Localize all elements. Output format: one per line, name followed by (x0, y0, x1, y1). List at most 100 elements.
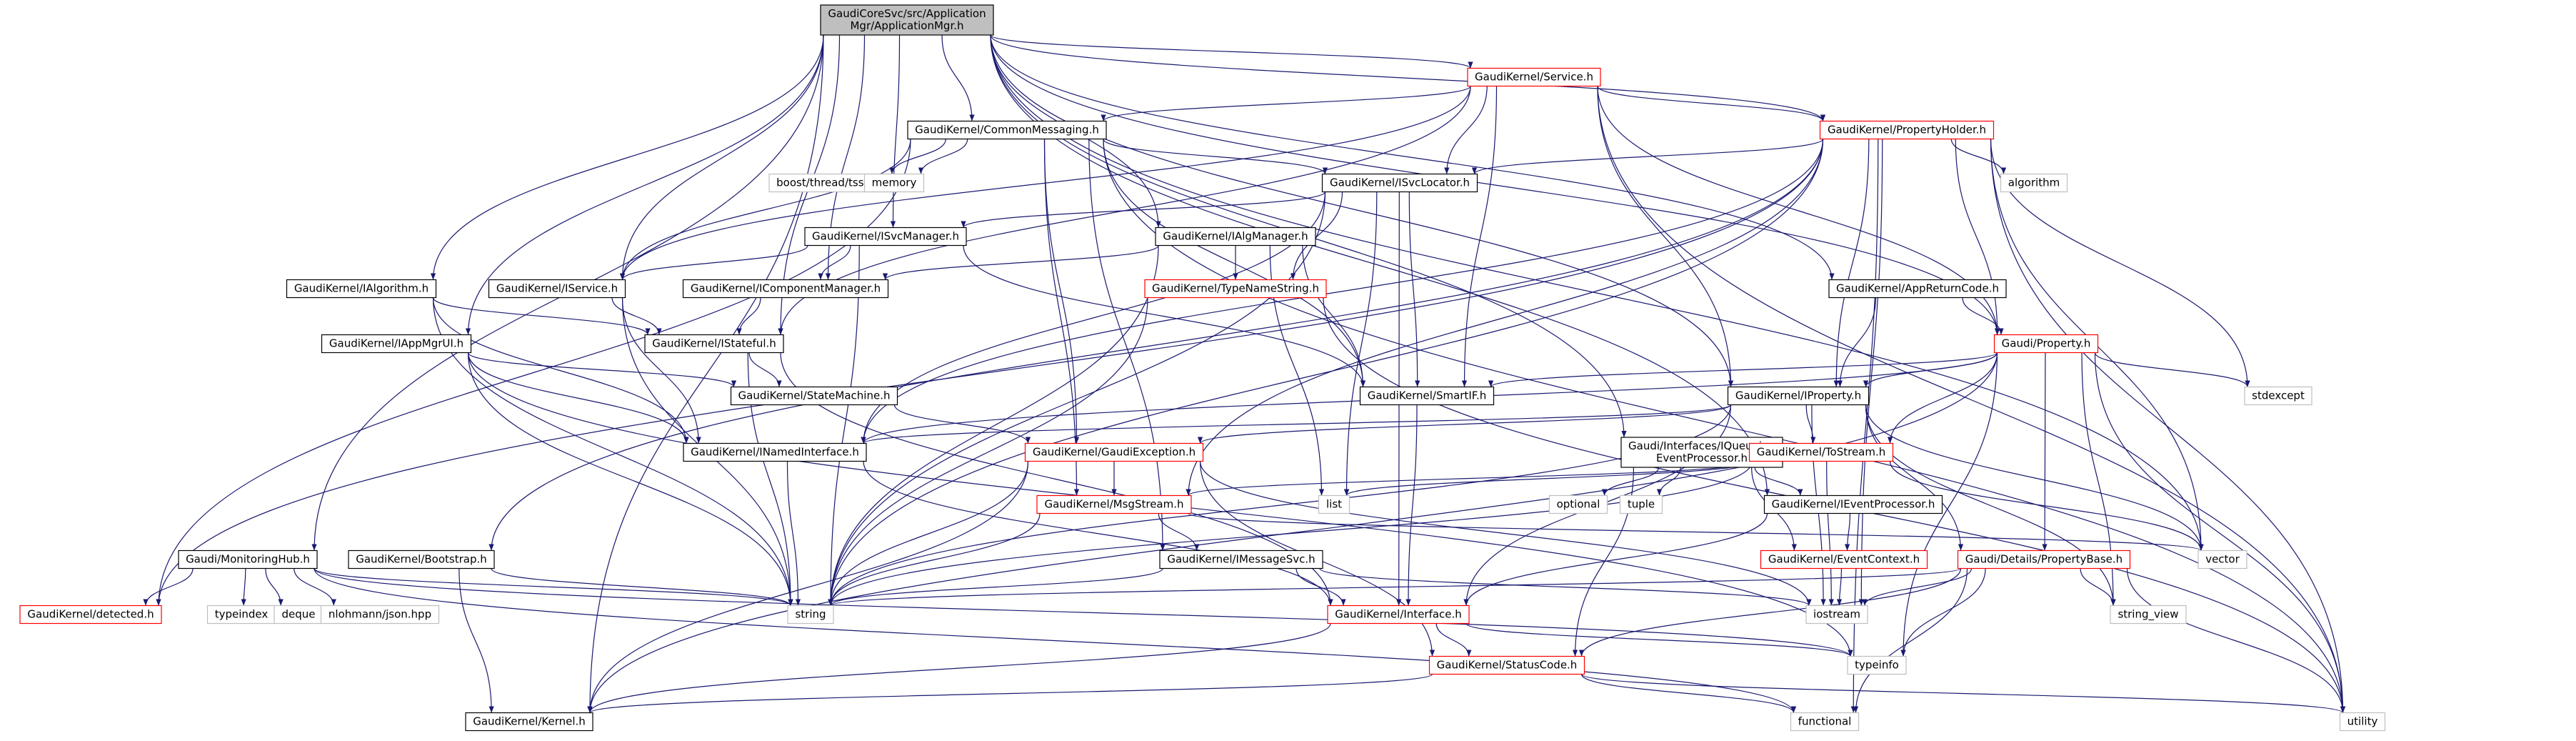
edge-commonmsg-to-iservice (619, 139, 911, 280)
edge-commonmsg-to-boostthread (889, 139, 946, 174)
node-label: algorithm (2008, 176, 2060, 189)
node-tostream[interactable]: GaudiKernel/ToStream.h (1748, 442, 1894, 462)
edge-root-to-propholder (990, 34, 1825, 121)
edge-commonmsg-to-isvclocator (1103, 139, 1328, 174)
node-isvcmanager[interactable]: GaudiKernel/ISvcManager.h (804, 227, 967, 247)
node-label: string (795, 608, 826, 621)
node-commonmsg[interactable]: GaudiKernel/CommonMessaging.h (907, 120, 1107, 140)
node-root[interactable]: GaudiCoreSvc/src/ApplicationMgr/Applicat… (820, 4, 994, 36)
node-detected[interactable]: GaudiKernel/detected.h (19, 605, 162, 625)
node-box (348, 549, 495, 570)
edge-propholder-to-msgstream (1186, 139, 1824, 496)
edge-statuscode-to-utility (1580, 673, 2345, 714)
node-propertybase[interactable]: Gaudi/Details/PropertyBase.h (1957, 549, 2131, 570)
edge-ialgmanager-to-string (828, 245, 1159, 606)
edge-isvcmanager-to-smartif (963, 245, 1366, 387)
node-label: GaudiKernel/MsgStream.h (1044, 498, 1183, 511)
node-box (1760, 549, 1928, 570)
node-box (2339, 712, 2386, 732)
edge-service-to-utility (1597, 86, 2346, 713)
node-iappmgrui[interactable]: GaudiKernel/IAppMgrUI.h (321, 334, 472, 354)
node-istateful[interactable]: GaudiKernel/IStateful.h (644, 334, 784, 354)
edge-ialgorithm-to-inamedinterface (432, 297, 689, 444)
node-bootstrap[interactable]: GaudiKernel/Bootstrap.h (348, 549, 495, 570)
node-label: GaudiKernel/StatusCode.h (1437, 659, 1578, 672)
node-statuscode[interactable]: GaudiKernel/StatusCode.h (1428, 655, 1585, 675)
node-ialgmanager[interactable]: GaudiKernel/IAlgManager.h (1155, 227, 1316, 247)
node-box (1748, 442, 1894, 462)
node-box (206, 605, 276, 625)
node-inamedinterface[interactable]: GaudiKernel/INamedInterface.h (683, 442, 867, 462)
node-box (1828, 279, 2007, 299)
node-label: GaudiKernel/SmartIF.h (1368, 389, 1486, 402)
edge-eventcontext-to-iostream (1836, 568, 1843, 606)
node-appreturncode[interactable]: GaudiKernel/AppReturnCode.h (1828, 279, 2007, 299)
node-box (286, 279, 437, 299)
edge-gaudiexception-to-iostream (1199, 461, 1812, 606)
edge-propholder-to-utility (1990, 139, 2346, 713)
node-msgstream[interactable]: GaudiKernel/MsgStream.h (1036, 494, 1192, 514)
node-interface[interactable]: GaudiKernel/Interface.h (1327, 605, 1470, 625)
node-label: GaudiKernel/IComponentManager.h (691, 282, 881, 295)
edge-imessagesvc-to-iostream (1319, 567, 1812, 607)
node-smartif[interactable]: GaudiKernel/SmartIF.h (1359, 386, 1495, 406)
node-kernel[interactable]: GaudiKernel/Kernel.h (465, 712, 593, 732)
edge-propertybase-to-utility (2126, 568, 2346, 713)
node-typenamestring[interactable]: GaudiKernel/TypeNameString.h (1144, 279, 1327, 299)
edge-statuscode-to-kernel (587, 673, 1433, 714)
edge-isvclocator-to-string (828, 192, 1326, 606)
node-label: GaudiKernel/IProperty.h (1735, 389, 1861, 402)
edge-interface-to-kernel (587, 623, 1331, 713)
node-label: GaudiKernel/IAlgManager.h (1163, 230, 1308, 243)
node-box (1159, 549, 1323, 570)
node-label: typeinfo (1855, 659, 1899, 672)
node-functional: functional (1790, 712, 1860, 732)
edge-iappmgrui-to-statemachine (467, 352, 736, 387)
node-box (1790, 712, 1860, 732)
node-deque: deque (274, 605, 324, 625)
edge-root-to-ialgorithm (430, 34, 824, 280)
node-propholder[interactable]: GaudiKernel/PropertyHolder.h (1819, 120, 1995, 140)
node-list: list (1318, 494, 1350, 514)
node-isvclocator[interactable]: GaudiKernel/ISvcLocator.h (1321, 173, 1478, 193)
node-label: functional (1798, 715, 1852, 728)
edge-property-to-tostream (1887, 352, 1998, 444)
node-gaudiexception[interactable]: GaudiKernel/GaudiException.h (1024, 442, 1204, 462)
node-label: GaudiKernel/IService.h (496, 282, 618, 295)
node-label: GaudiKernel/EventContext.h (1768, 553, 1920, 566)
node-statemachine[interactable]: GaudiKernel/StateMachine.h (730, 386, 898, 406)
edge-service-to-iproperty (1597, 86, 1734, 387)
node-eventcontext[interactable]: GaudiKernel/EventContext.h (1760, 549, 1928, 570)
edge-iproperty-to-tostream (1805, 404, 1816, 444)
edge-monitoringhub-to-typeinfo (314, 568, 1853, 657)
node-icompmanager[interactable]: GaudiKernel/IComponentManager.h (682, 279, 889, 299)
edge-iqueueing-to-optional (1601, 467, 1660, 496)
node-service[interactable]: GaudiKernel/Service.h (1467, 67, 1601, 87)
node-iservice[interactable]: GaudiKernel/IService.h (488, 279, 626, 299)
edge-interface-to-typeinfo (1465, 622, 1853, 657)
node-label: GaudiKernel/IMessageSvc.h (1167, 553, 1315, 566)
edge-tostream-to-string (828, 461, 1753, 606)
edge-root-to-iservice (619, 34, 824, 280)
node-monitoringhub[interactable]: Gaudi/MonitoringHub.h (178, 549, 318, 570)
edge-commonmsg-to-memory (918, 139, 968, 174)
edge-typenamestring-to-string (828, 297, 1148, 606)
edge-property-to-utility (2094, 352, 2346, 713)
node-imessagesvc[interactable]: GaudiKernel/IMessageSvc.h (1159, 549, 1323, 570)
node-property[interactable]: Gaudi/Property.h (1993, 334, 2099, 354)
node-label: Gaudi/Interfaces/IQueueing (1628, 439, 1775, 452)
node-iproperty[interactable]: GaudiKernel/IProperty.h (1727, 386, 1870, 406)
node-box (1819, 120, 1995, 140)
node-algorithm: algorithm (2000, 173, 2068, 193)
node-label: GaudiKernel/CommonMessaging.h (915, 124, 1099, 136)
node-label: typeindex (215, 608, 269, 621)
edge-inamedinterface-to-interface (863, 461, 1333, 606)
edge-appreturncode-to-iproperty (1837, 297, 1877, 387)
edge-ieventprocessor-to-interface (1463, 513, 1768, 606)
edge-imessagesvc-to-interface (1295, 568, 1346, 606)
node-label: GaudiKernel/Kernel.h (473, 715, 586, 728)
node-ieventprocessor[interactable]: GaudiKernel/IEventProcessor.h (1763, 494, 1943, 514)
node-ialgorithm[interactable]: GaudiKernel/IAlgorithm.h (286, 279, 437, 299)
node-label: stdexcept (2252, 389, 2305, 402)
node-box (274, 605, 324, 625)
